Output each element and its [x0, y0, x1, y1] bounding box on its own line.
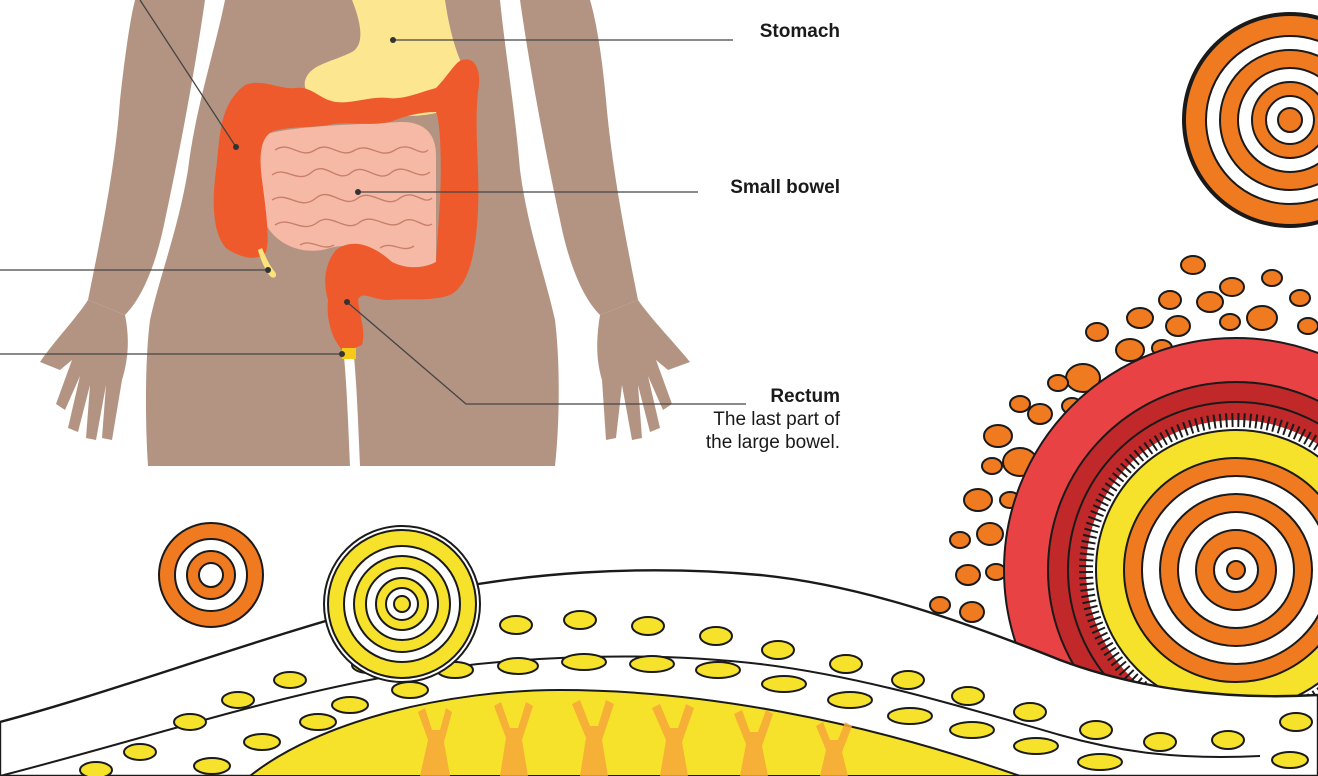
bottom-yellow-circle: [324, 526, 480, 682]
stomach-label-title: Stomach: [760, 20, 840, 43]
small-bowel-label: Small bowel: [730, 176, 840, 199]
small-bowel-label-title: Small bowel: [730, 176, 840, 199]
bottom-left-orange-circle: [159, 523, 263, 627]
rectum-label-description-line-1: The last part of: [706, 408, 840, 431]
top-right-concentric-circle: [1182, 12, 1318, 228]
rectum-label-description-line-2: the large bowel.: [706, 431, 840, 454]
rectum-label: Rectum The last part of the large bowel.: [706, 385, 840, 454]
stomach-label: Stomach: [760, 20, 840, 43]
rectum-label-title: Rectum: [706, 385, 840, 408]
